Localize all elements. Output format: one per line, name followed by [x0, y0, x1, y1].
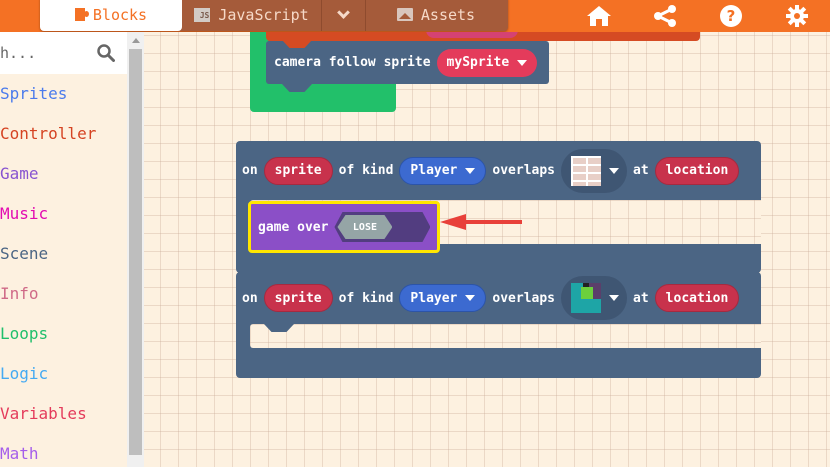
tab-blocks[interactable]: Blocks	[40, 0, 182, 31]
category-game[interactable]: Game	[0, 164, 39, 183]
overlaps-label: overlaps	[492, 163, 556, 178]
location-param[interactable]: location	[654, 284, 740, 312]
settings-button[interactable]	[764, 0, 830, 32]
game-over-label: game over	[258, 219, 329, 235]
sprite-param[interactable]: sprite	[263, 156, 333, 185]
location-param-label: location	[665, 290, 729, 306]
blocks-workspace[interactable]: camera follow sprite mySprite on sprite …	[144, 32, 830, 467]
camera-follow-block[interactable]: camera follow sprite mySprite	[266, 40, 549, 92]
location-param-label: location	[665, 163, 729, 178]
kind-label: Player	[410, 290, 458, 306]
share-icon	[654, 5, 676, 27]
editor-tabs: Blocks JS JavaScript Assets	[40, 0, 508, 31]
help-button[interactable]: ?	[698, 0, 764, 32]
gear-icon	[786, 5, 808, 27]
tile-picker[interactable]	[561, 148, 628, 193]
kind-dropdown[interactable]: Player	[399, 284, 487, 312]
image-icon	[396, 8, 413, 21]
category-logic[interactable]: Logic	[0, 364, 49, 383]
red-arrow-annotation	[440, 214, 522, 230]
search-icon[interactable]	[97, 44, 115, 62]
caret-down-icon	[465, 167, 476, 174]
category-info[interactable]: Info	[0, 284, 39, 303]
kind-dropdown[interactable]: Player	[399, 156, 487, 185]
tab-javascript[interactable]: JS JavaScript	[182, 0, 322, 31]
sprite-variable-dropdown[interactable]: mySprite	[436, 48, 538, 77]
language-dropdown-button[interactable]	[322, 0, 366, 31]
home-button[interactable]	[566, 0, 632, 32]
empty-statement-slot	[250, 324, 761, 348]
tab-blocks-label: Blocks	[92, 5, 148, 24]
caret-down-icon	[465, 295, 476, 301]
block-notch	[282, 84, 312, 92]
category-controller[interactable]: Controller	[0, 124, 97, 143]
caret-down-icon	[517, 59, 528, 66]
toolbox-scrollbar[interactable]	[127, 32, 144, 467]
controller-block-input[interactable]	[426, 32, 518, 38]
tile-picker[interactable]	[561, 276, 628, 320]
tab-assets[interactable]: Assets	[366, 0, 506, 31]
on-overlaps-sprite-event-block[interactable]: on sprite of kind Player overlaps at loc…	[236, 272, 761, 378]
toolbox-search	[0, 32, 127, 74]
toolbox-sidebar: Sprites Controller Game Music Scene Info…	[0, 32, 127, 467]
sprite-tile-icon	[571, 283, 602, 313]
block-notch	[264, 324, 294, 332]
scroll-thumb[interactable]	[129, 49, 142, 455]
top-bar: Blocks JS JavaScript Assets ?	[0, 0, 830, 32]
caret-down-icon	[609, 295, 620, 301]
scroll-up-icon[interactable]	[131, 38, 140, 43]
of-kind-label: of kind	[338, 290, 394, 306]
help-icon: ?	[720, 5, 742, 27]
js-icon: JS	[194, 7, 211, 22]
camera-follow-label: camera follow sprite	[274, 55, 431, 70]
sprite-param[interactable]: sprite	[263, 284, 333, 312]
sprite-variable-label: mySprite	[446, 55, 510, 70]
puzzle-icon	[74, 8, 89, 21]
sprite-param-label: sprite	[274, 290, 322, 306]
on-label: on	[242, 290, 258, 306]
home-icon	[587, 6, 611, 26]
overlaps-label: overlaps	[492, 290, 556, 306]
of-kind-label: of kind	[338, 163, 394, 178]
game-over-block[interactable]: game over LOSE	[248, 201, 440, 253]
on-overlaps-tile-event-block[interactable]: on sprite of kind Player overlaps at loc…	[236, 141, 761, 273]
category-loops[interactable]: Loops	[0, 324, 49, 343]
category-math[interactable]: Math	[0, 444, 39, 463]
kind-label: Player	[410, 163, 458, 178]
svg-text:?: ?	[727, 7, 736, 25]
block-notch	[282, 40, 312, 48]
sprite-param-label: sprite	[274, 163, 322, 178]
lose-value[interactable]: LOSE	[337, 215, 392, 239]
tab-assets-label: Assets	[420, 5, 476, 24]
caret-down-icon	[609, 167, 620, 174]
share-button[interactable]	[632, 0, 698, 32]
lose-value-socket[interactable]: LOSE	[334, 212, 430, 242]
search-input[interactable]	[0, 44, 80, 62]
category-sprites[interactable]: Sprites	[0, 84, 68, 103]
controller-block[interactable]	[266, 32, 700, 41]
at-label: at	[633, 290, 649, 306]
category-scene[interactable]: Scene	[0, 244, 49, 263]
category-variables[interactable]: Variables	[0, 404, 87, 423]
at-label: at	[633, 163, 649, 178]
location-param[interactable]: location	[654, 156, 740, 185]
brick-tile-icon	[571, 155, 602, 186]
tab-javascript-label: JavaScript	[218, 5, 309, 24]
chevron-down-icon	[337, 5, 350, 19]
on-label: on	[242, 163, 258, 178]
category-music[interactable]: Music	[0, 204, 49, 223]
